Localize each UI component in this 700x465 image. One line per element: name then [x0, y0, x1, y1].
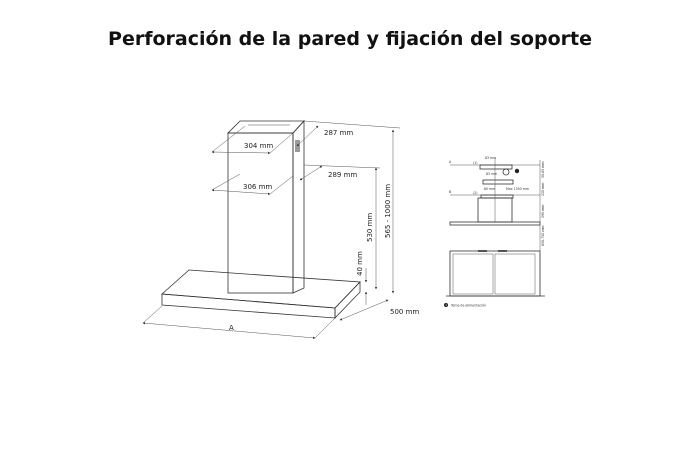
marker-1: (1) [473, 161, 478, 165]
dim-chimney-height: 530 mm [366, 213, 374, 242]
install-diagram: A B (1) (2) 83 mm 83 mm 80 mm Max 1350 m… [444, 156, 545, 308]
dim-top-width: 304 mm [244, 142, 273, 150]
dim-mid: 83 mm [486, 172, 497, 176]
dim-max: Max 1350 mm [506, 187, 529, 191]
dim-side-3: 290 mm [541, 205, 545, 218]
dimension-lines [142, 120, 401, 340]
dim-low: 80 mm [484, 187, 495, 191]
dim-canopy-depth: 500 mm [390, 308, 419, 316]
hood-drawing [161, 119, 361, 319]
dim-mid-depth: 289 mm [328, 171, 357, 179]
dimension-labels: 304 mm 287 mm 306 mm 289 mm 530 mm 565 -… [229, 129, 419, 332]
label-a: A [449, 160, 452, 164]
dim-side-2: 210 mm [541, 183, 545, 196]
dim-total-height: 565 - 1000 mm [384, 184, 392, 238]
label-b: B [449, 190, 451, 194]
dim-upper: 83 mm [485, 156, 496, 160]
page-title: Perforación de la pared y fijación del s… [108, 28, 592, 50]
legend-text: Toma de alimentación [450, 304, 486, 308]
dim-canopy-width: A [229, 324, 234, 332]
dim-side-4: 650-750 mm [541, 225, 545, 246]
dim-top-depth: 287 mm [324, 129, 353, 137]
dim-side-1: 50-65 mm [541, 162, 545, 179]
dim-canopy-height: 40 mm [356, 251, 364, 276]
dim-mid-width: 306 mm [243, 183, 272, 191]
legend-marker: 1 [445, 303, 447, 307]
legend-marker-icon [444, 303, 448, 307]
marker-2: (2) [473, 191, 478, 195]
